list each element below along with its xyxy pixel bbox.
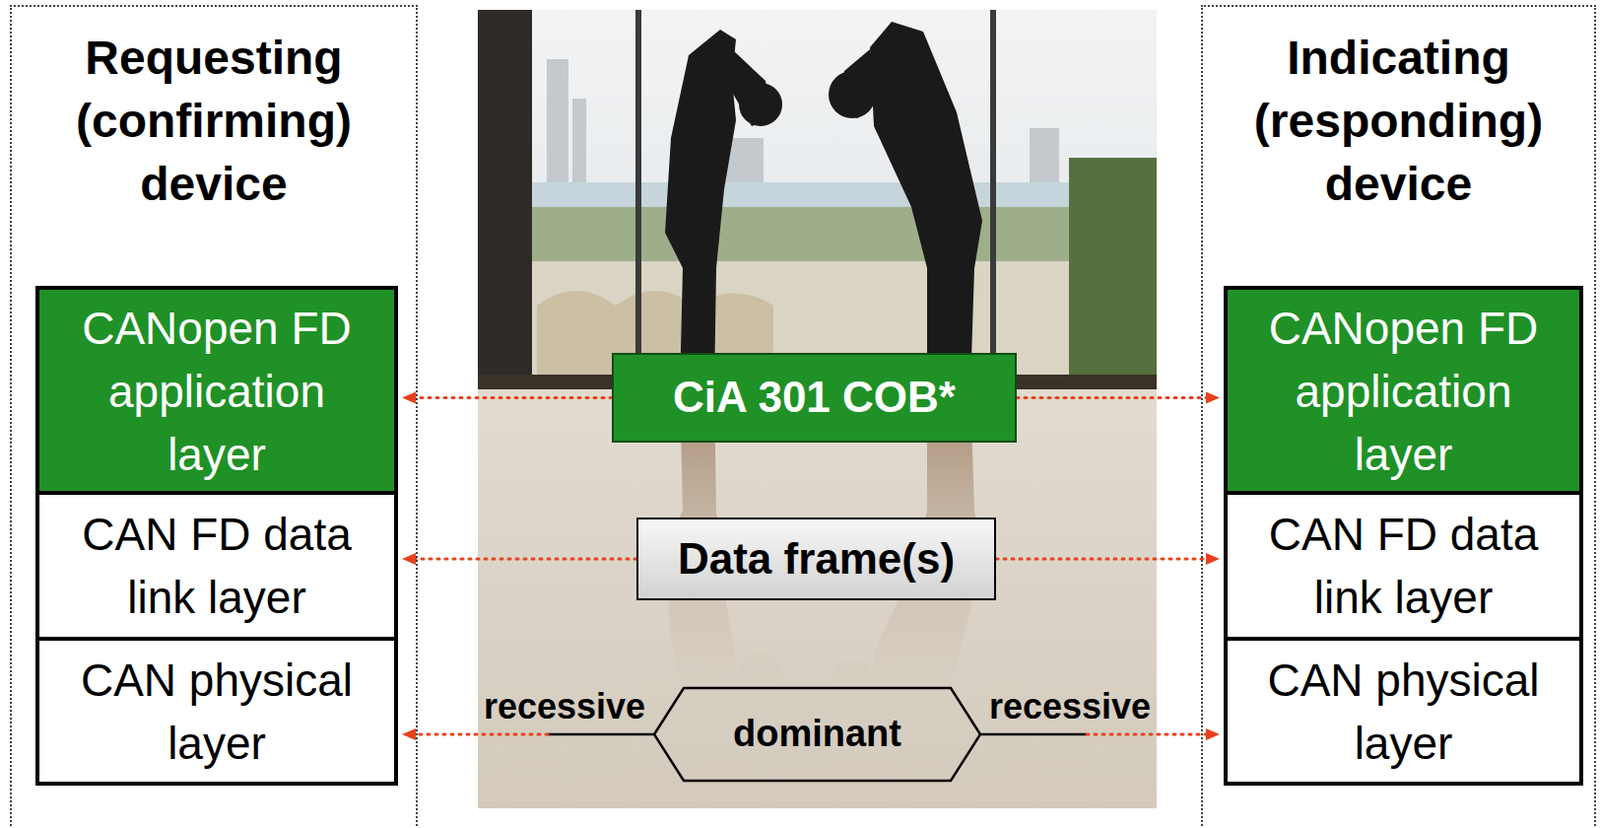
layer-box: CAN physical layer	[35, 636, 399, 786]
layer-label: CAN FD data link layer	[57, 502, 377, 629]
connector	[996, 552, 1220, 565]
window-sky	[477, 9, 1157, 390]
device-panel: Requesting (confirming) deviceCANopen FD…	[9, 4, 418, 828]
arrowhead	[1205, 728, 1220, 740]
dotted-arrow-line	[996, 557, 1208, 561]
city-skyline	[546, 59, 1060, 188]
tree-right	[1068, 157, 1157, 380]
device-title: Requesting (confirming) device	[11, 26, 416, 216]
dotted-arrow-line	[1016, 396, 1208, 400]
floor	[477, 389, 1157, 808]
signal-line	[981, 733, 1087, 736]
arrowhead	[1205, 552, 1220, 565]
connector	[401, 392, 612, 404]
layer-box: CANopen FD application layer	[1223, 285, 1584, 497]
mullion	[635, 9, 642, 385]
arrowhead	[1205, 392, 1220, 404]
frame-box: Data frame(s)	[636, 517, 997, 600]
message-box: CiA 301 COB*	[611, 352, 1017, 443]
signal-line	[547, 733, 654, 736]
layer-label: CiA 301 COB*	[672, 371, 956, 424]
layer-box: CAN FD data link layer	[1223, 490, 1584, 641]
trees	[477, 206, 1157, 267]
connector	[981, 728, 1220, 740]
device-panel: Indicating (responding) deviceCANopen FD…	[1200, 4, 1597, 828]
layer-box: CANopen FD application layer	[35, 285, 399, 497]
dotted-arrow-line	[413, 733, 548, 736]
connector	[401, 728, 654, 740]
device-title: Indicating (responding) device	[1202, 26, 1595, 216]
layer-label: CAN physical layer	[57, 648, 377, 775]
edge-label: recessive	[989, 688, 1151, 725]
pillar	[477, 9, 533, 390]
layer-label: CAN physical layer	[1245, 648, 1562, 775]
layer-label: Data frame(s)	[677, 533, 955, 586]
dotted-arrow-line	[413, 557, 637, 561]
arrowhead	[401, 392, 416, 404]
layer-label: CANopen FD application layer	[1245, 296, 1562, 486]
layer-label: CANopen FD application layer	[57, 296, 377, 486]
layer-label: dominant	[733, 711, 902, 757]
arrowhead	[401, 552, 416, 565]
layer-box: CAN FD data link layer	[35, 490, 399, 641]
layer-box: CAN physical layer	[1223, 636, 1584, 786]
bowing-people	[665, 21, 983, 390]
dotted-arrow-line	[413, 396, 612, 400]
edge-label: recessive	[483, 688, 646, 725]
dotted-arrow-line	[1086, 733, 1208, 736]
hexagon-shape	[654, 687, 981, 781]
connector	[1016, 392, 1220, 404]
mullion	[990, 9, 997, 385]
arrowhead	[401, 728, 416, 740]
reflection	[665, 389, 983, 757]
layer-label: CAN FD data link layer	[1245, 502, 1562, 629]
connector	[401, 552, 637, 565]
signal-hexagon: dominant	[653, 686, 982, 782]
